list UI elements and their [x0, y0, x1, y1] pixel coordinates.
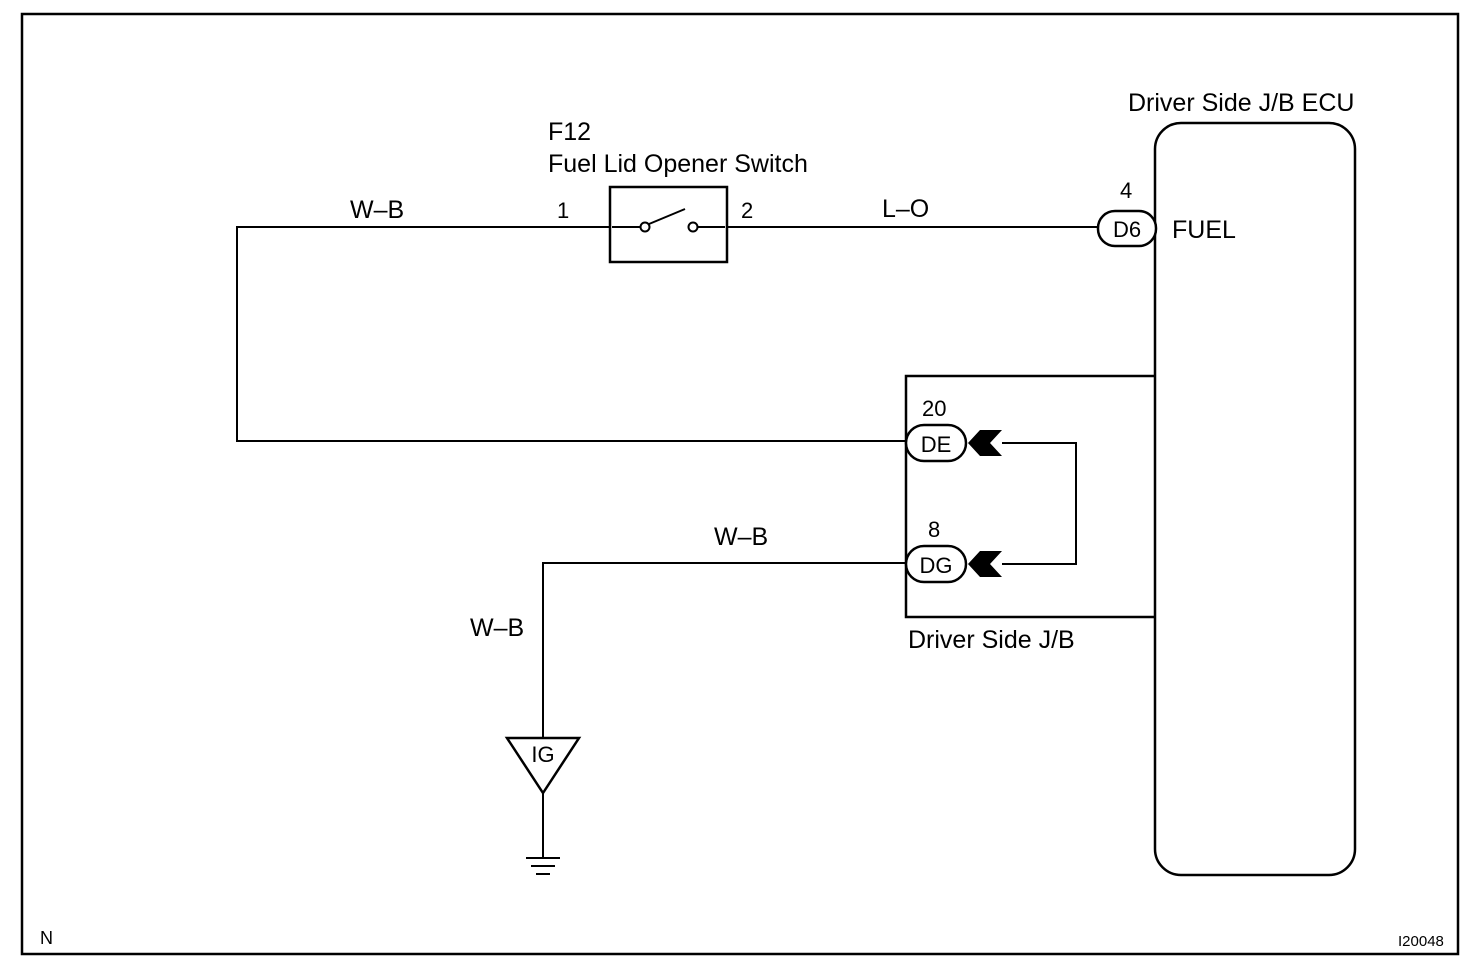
diagram-frame [20, 12, 1460, 956]
connector-de [904, 423, 968, 463]
switch-box [608, 185, 729, 264]
ground-symbol-icon [526, 793, 560, 875]
wire-label-top-right: L–O [882, 195, 929, 223]
connector-dg-id: DG [920, 553, 953, 578]
wire-w-b-ground [542, 562, 906, 738]
ecu-box [1153, 121, 1357, 877]
connector-d6 [1096, 209, 1158, 248]
ecu-label: Driver Side J/B ECU [1128, 89, 1354, 117]
connector-dg-arrow-icon [968, 551, 1002, 577]
ecu-terminal-fuel: FUEL [1172, 216, 1236, 244]
wire-w-b-top [236, 226, 906, 442]
wire-label-dg: W–B [714, 523, 768, 551]
wire-label-ground: W–B [470, 614, 524, 642]
switch-pin-1: 1 [557, 198, 569, 223]
footer-left-label: N [40, 928, 53, 948]
junction-block-label: Driver Side J/B [908, 626, 1075, 654]
connector-dg-pin: 8 [928, 517, 940, 542]
wire-label-top-left: W–B [350, 196, 404, 224]
ground-label: IG [531, 742, 554, 767]
switch-pin-2: 2 [741, 198, 753, 223]
junction-block-box [904, 374, 1155, 619]
switch-name: Fuel Lid Opener Switch [548, 150, 808, 178]
switch-ref: F12 [548, 118, 591, 146]
footer-right-label: I20048 [1398, 933, 1444, 950]
connector-de-pin: 20 [922, 396, 946, 421]
ground-point-icon [504, 736, 582, 796]
switch-contact-icon [612, 208, 725, 233]
wire-internal-link [1002, 442, 1077, 565]
connector-d6-id: D6 [1113, 217, 1141, 242]
connector-de-arrow-icon [968, 430, 1002, 456]
connector-de-id: DE [921, 432, 952, 457]
connector-d6-pin: 4 [1120, 178, 1132, 203]
